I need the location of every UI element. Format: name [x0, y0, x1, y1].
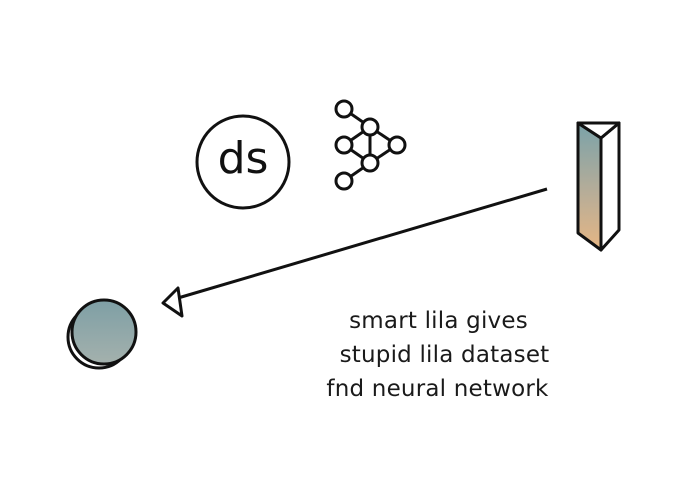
neural-network-icon	[334, 99, 407, 191]
arrow-icon	[161, 187, 548, 318]
caption-line-3: fnd neural network	[326, 376, 549, 402]
ds-text: ds	[217, 133, 269, 184]
caption-line-2: stupid lila dataset	[339, 342, 550, 368]
ds-circle-icon	[195, 114, 291, 210]
caption-line-1: smart lila gives	[349, 308, 528, 334]
caption-text: smart lila gives stupid lila dataset fnd…	[300, 304, 575, 406]
sphere-icon	[66, 298, 138, 370]
prism-icon	[576, 121, 621, 252]
